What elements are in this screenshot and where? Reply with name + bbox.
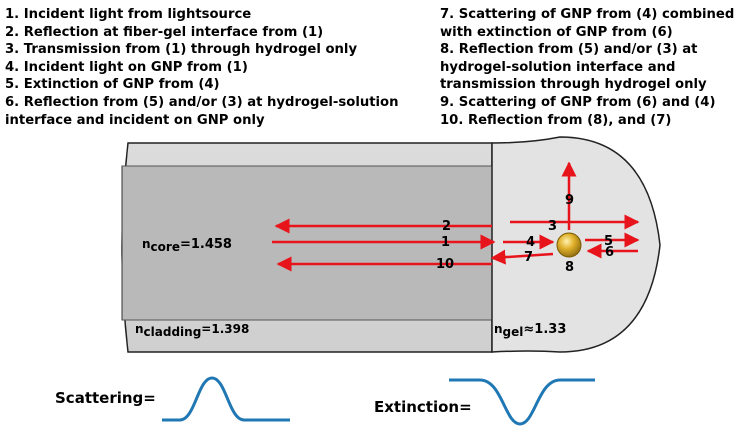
arrow-label-3: 3 [548,219,557,234]
arrow-label-1: 1 [441,235,450,250]
gel-index-label: ngel≈1.33 [494,322,566,339]
arrow-label-2: 2 [442,219,451,234]
legend-item-1: 1. Incident light from lightsource [5,7,252,22]
legend-right-column: 7. Scattering of GNP from (4) combined w… [440,6,740,129]
scattering-curve [162,376,290,422]
legend-item-2: 2. Reflection at fiber-gel interface fro… [5,24,324,40]
gold-nanoparticle [556,232,582,258]
arrow-label-5: 5 [604,234,613,249]
legend-left-column: 1. Incident light from lightsource 2. Re… [5,6,415,129]
light-arrows [272,161,640,272]
legend-item-5: 5. Extinction of GNP from (4) [5,77,220,93]
arrow-numbers: 2 1 10 3 4 5 6 7 8 9 [436,193,614,275]
legend-item-4: 4. Incident light on GNP from (1) [5,59,248,75]
legend-item-10: 10. Reflection from (8), and (7) [440,112,672,128]
arrow-label-8: 8 [565,260,574,275]
legend-item-7: 7. Scattering of GNP from (4) combined w… [440,7,735,40]
legend-item-9: 9. Scattering of GNP from (6) and (4) [440,94,716,110]
legend-item-6: 6. Reflection from (5) and/or (3) at hyd… [5,94,399,128]
arrow-label-7: 7 [524,250,533,265]
arrow-7 [490,249,554,265]
legend-item-3: 3. Transmission from (1) through hydroge… [5,42,358,58]
extinction-label: Extinction= [374,398,472,416]
legend-item-8: 8. Reflection from (5) and/or (3) at hyd… [440,42,707,93]
scattering-label: Scattering= [55,389,156,407]
extinction-curve [449,378,595,426]
cladding-index-label: ncladding=1.398 [135,322,249,339]
arrow-label-6: 6 [605,245,614,260]
arrow-label-10: 10 [436,257,454,272]
arrow-label-4: 4 [526,235,535,250]
core-index-label: ncore=1.458 [142,237,232,254]
arrow-label-9: 9 [565,193,574,208]
